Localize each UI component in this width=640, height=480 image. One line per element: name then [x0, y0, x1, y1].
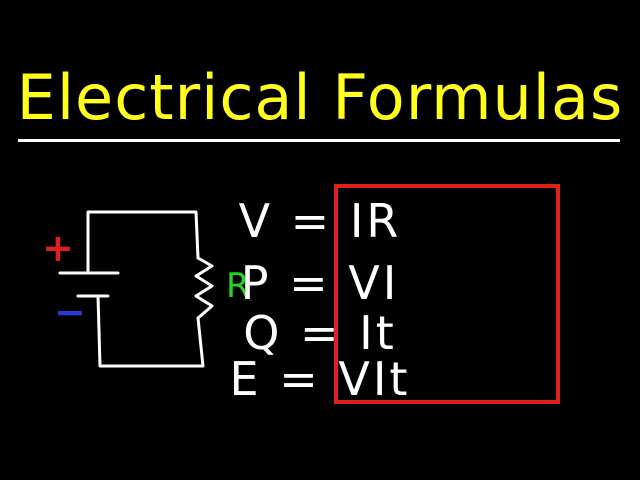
formula-charge: Q = It	[243, 306, 397, 360]
wire-bottom	[96, 294, 205, 368]
formula-power: P = VI	[240, 256, 400, 310]
formula-energy: E = VIt	[229, 352, 411, 406]
title-underline	[18, 139, 620, 142]
negative-terminal-symbol: −	[54, 290, 86, 334]
circuit-wires	[58, 210, 214, 368]
wire-top	[86, 210, 200, 275]
positive-terminal-symbol: +	[42, 226, 74, 270]
resistor-zigzag	[194, 256, 214, 320]
formula-box	[334, 184, 560, 404]
page-title: Electrical Formulas	[16, 61, 624, 134]
resistor-label: R	[226, 266, 250, 306]
formula-ohms-law: V = IR	[238, 194, 402, 248]
